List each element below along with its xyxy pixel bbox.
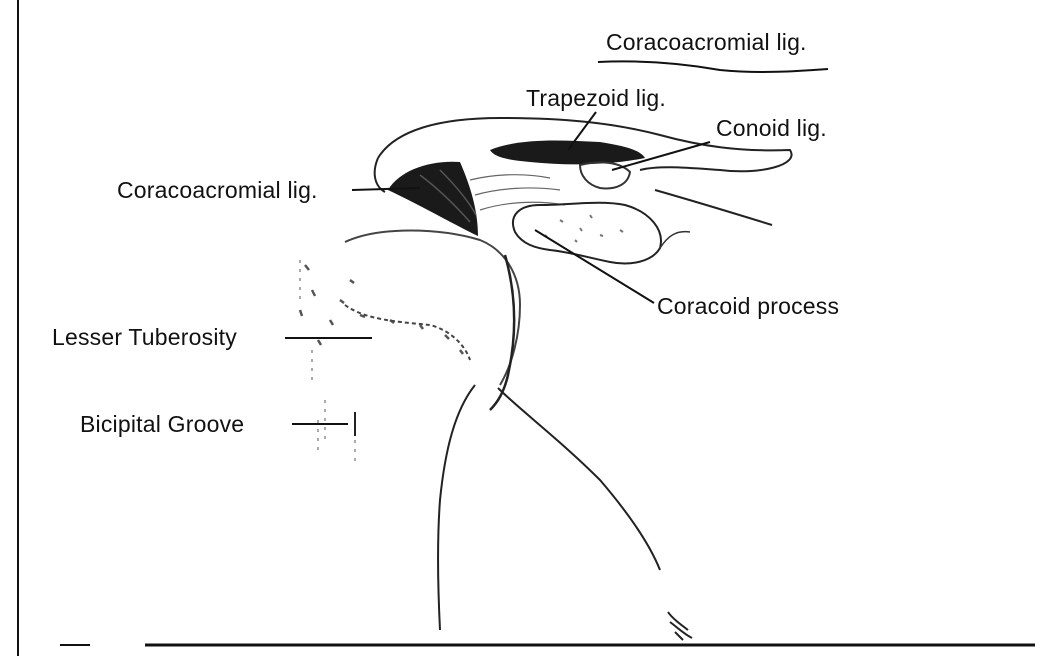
label-coracoid-process: Coracoid process: [657, 293, 839, 319]
humerus-shaft-right: [498, 388, 660, 570]
label-conoid: Conoid lig.: [716, 115, 827, 141]
label-bicipital-groove: Bicipital Groove: [80, 411, 244, 437]
acromion-lower-edge: [375, 158, 385, 192]
glenoid-line: [490, 255, 514, 410]
humeral-head-outline: [345, 231, 520, 386]
scapula-outline: [655, 190, 772, 225]
tuberosity-curve: [345, 305, 470, 360]
humerus-shaft-left: [438, 385, 475, 630]
tuberosity-stipple: [300, 265, 463, 354]
label-coracoacromial-left: Coracoacromial lig.: [117, 177, 318, 203]
top-label-underline: [598, 61, 828, 72]
label-trapezoid: Trapezoid lig.: [526, 85, 666, 111]
coracoid-stipple: [545, 215, 623, 242]
coracoid-process-leader: [535, 230, 654, 303]
trapezoid-ligament-shape: [490, 140, 645, 164]
coracoacromial-ligament-shape: [388, 162, 478, 236]
artist-mark: [668, 612, 692, 640]
label-lesser-tuberosity: Lesser Tuberosity: [52, 324, 237, 350]
scapula-edge: [660, 232, 690, 248]
coracoid-process-shape: [513, 203, 661, 264]
label-coracoacromial-top: Coracoacromial lig.: [606, 29, 807, 55]
humerus-left-stipple: [300, 260, 355, 465]
